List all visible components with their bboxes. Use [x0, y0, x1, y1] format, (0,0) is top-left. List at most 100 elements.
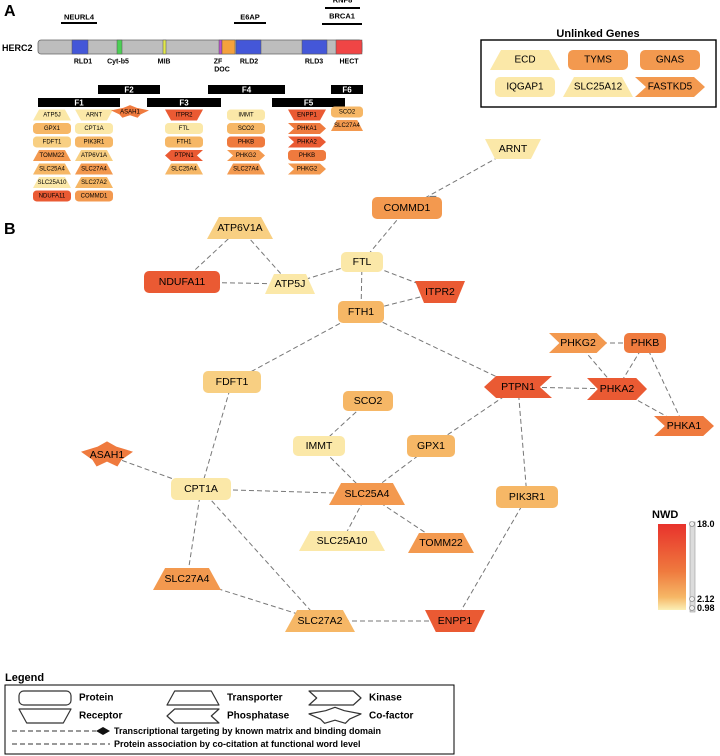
fragment-gene-phkb-shape: [227, 136, 265, 148]
fragment-gene-phkb-label: PHKB: [238, 140, 254, 146]
unlinked-gene-iqgap1-label: IQGAP1: [506, 82, 544, 93]
unlinked-genes-title: Unlinked Genes: [556, 28, 639, 40]
fragment-gene-atp5j-shape: [33, 109, 71, 121]
node-label-ftl: FTL: [353, 256, 372, 268]
node-label-phkb: PHKB: [631, 337, 660, 349]
unlinked-gene-ecd-label: ECD: [514, 55, 535, 66]
fragment-bar-f2: [98, 85, 160, 94]
node-shape-pik3r1: [496, 486, 558, 508]
colorbar-mid-label: 2.12: [697, 594, 715, 604]
fragment-gene-commd1-label: COMMD1: [81, 194, 108, 200]
node-fdft1: FDFT1: [203, 371, 261, 393]
fragment-gene-phkb-label: PHKB: [299, 153, 315, 159]
fragment-bar-f3: [147, 98, 221, 107]
node-slc25a4: SLC25A4: [329, 483, 405, 505]
fragment-gene-enpp1-label: ENPP1: [297, 113, 317, 119]
fragment-gene-fdft1-label: FDFT1: [43, 140, 62, 146]
herc2-domain-label-mib: MIB: [158, 59, 171, 66]
node-atp5j: ATP5J: [265, 274, 315, 294]
node-phka2: PHKA2: [587, 378, 647, 400]
fragment-gene-sco2-shape: [227, 123, 265, 134]
node-label-pik3r1: PIK3R1: [509, 491, 545, 503]
fragment-gene-arnt-shape: [75, 109, 113, 121]
unlinked-gene-gnas-shape: [640, 50, 700, 70]
herc2-domain-rld1: [71, 39, 89, 55]
node-shape-cpt1a: [171, 478, 231, 500]
fragment-gene-phkb-shape: [288, 150, 326, 161]
legend-frame: [4, 684, 455, 755]
fragment-gene-slc27a4-shape: [227, 163, 265, 175]
edge-ftl-itpr2: [361, 261, 441, 293]
node-shape-fdft1: [203, 371, 261, 393]
legend-edge-co-label: Protein association by co-citation at fu…: [114, 739, 361, 749]
unlinked-gene-fastkd5-shape: [635, 77, 705, 97]
unlinked-gene-slc25a12-label: SLC25A12: [574, 82, 623, 93]
node-shape-phkg2: [549, 333, 607, 353]
edge-enpp1-pik3r1: [454, 496, 528, 622]
node-label-arnt: ARNT: [499, 143, 528, 155]
node-enpp1: ENPP1: [425, 610, 485, 632]
herc2-domain-label-cyt-b5: Cyt-b5: [107, 59, 129, 66]
node-gpx1: GPX1: [407, 435, 455, 457]
node-label-gpx1: GPX1: [417, 440, 445, 452]
node-shape-slc27a4: [153, 568, 221, 590]
edge-phkb-phka1: [644, 342, 685, 427]
fragment-gene-fdft1-shape: [33, 136, 71, 148]
fragment-gene-pik3r1-label: PIK3R1: [84, 140, 105, 146]
node-label-phka1: PHKA1: [667, 420, 702, 432]
node-label-atp5j: ATP5J: [275, 278, 306, 290]
node-sco2: SCO2: [343, 391, 393, 411]
unlinked-gene-slc25a12-shape: [563, 77, 633, 97]
fragment-label-f4: F4: [242, 86, 252, 95]
fragment-gene-gpx1-label: GPX1: [44, 126, 61, 132]
node-shape-slc25a10: [299, 531, 385, 551]
fragment-gene-slc27a4-label: SLC27A4: [81, 167, 107, 173]
legend-shape-transporter: [166, 690, 220, 706]
edge-fth1-fdft1: [231, 311, 362, 383]
fragment-gene-commd1-shape: [75, 190, 113, 202]
herc2-label: HERC2: [2, 43, 33, 53]
binder-label-brca1: BRCA1: [329, 12, 355, 21]
fragment-gene-tomm22-shape: [33, 150, 71, 161]
panel-label-b: B: [4, 221, 16, 238]
node-phkg2: PHKG2: [549, 333, 607, 353]
node-label-slc27a4: SLC27A4: [165, 573, 210, 585]
herc2-domain-label-doc: DOC: [214, 67, 230, 74]
edge-ptpn1-pik3r1: [517, 386, 528, 498]
node-shape-atp5j: [265, 274, 315, 294]
node-label-tomm22: TOMM22: [419, 537, 463, 549]
legend-label-co-factor: Co-factor: [369, 711, 414, 722]
colorbar-title: NWD: [652, 509, 678, 521]
edge-cpt1a-slc27a4: [186, 488, 202, 580]
legend-label-protein: Protein: [79, 693, 113, 704]
fragment-gene-asah1-label: ASAH1: [120, 110, 140, 116]
legend-label-transporter: Transporter: [227, 693, 283, 704]
node-ndufa11: NDUFA11: [144, 271, 220, 293]
fragment-gene-slc27a4-shape: [75, 163, 113, 175]
fragment-gene-slc27a4-label: SLC27A4: [233, 167, 259, 173]
fragment-gene-ndufa11-label: NDUFA11: [39, 194, 66, 200]
node-shape-commd1: [372, 197, 442, 219]
herc2-domain-label-rld2: RLD2: [240, 59, 258, 66]
node-shape-ftl: [341, 252, 383, 272]
fragment-gene-slc25a10-label: SLC25A10: [37, 180, 67, 186]
fragment-gene-fth1-shape: [165, 136, 203, 148]
fragment-gene-cpt1a-shape: [75, 123, 113, 134]
node-shape-itpr2: [415, 281, 465, 303]
fragment-label-f5: F5: [304, 99, 314, 108]
fragment-gene-phka1-label: PHKA1: [297, 126, 317, 132]
node-shape-immt: [293, 436, 345, 456]
herc2-domain-label-rld3: RLD3: [305, 59, 323, 66]
fragment-gene-phka2-shape: [288, 136, 326, 148]
node-label-itpr2: ITPR2: [425, 286, 455, 298]
fragment-label-f1: F1: [74, 99, 84, 108]
colorbar-slider-handle-top: [689, 521, 695, 527]
fragment-gene-atp6v1a-shape: [75, 150, 113, 161]
colorbar-min-label: 0.98: [697, 603, 715, 613]
unlinked-gene-tyms-shape: [568, 50, 628, 70]
fragment-gene-gpx1-shape: [33, 123, 71, 134]
fragment-gene-phkg2-label: PHKG2: [236, 153, 257, 159]
fragment-gene-sco2-label: SCO2: [339, 110, 356, 116]
